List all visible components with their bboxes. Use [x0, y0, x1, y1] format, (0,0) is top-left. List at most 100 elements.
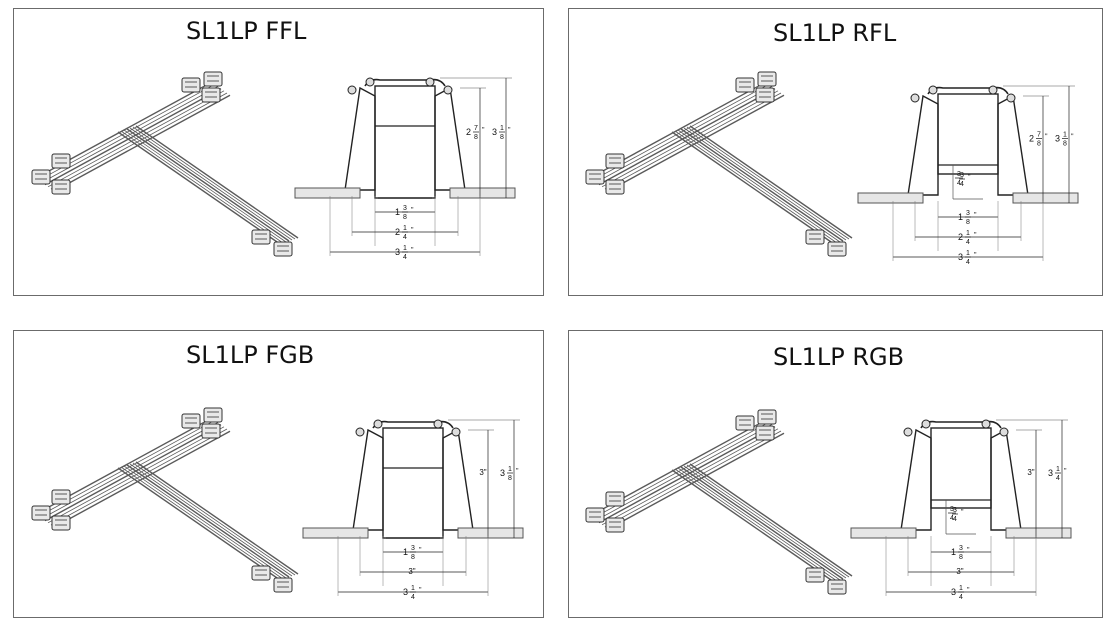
spring-clip: [981, 419, 991, 429]
svg-text:4: 4: [960, 181, 964, 188]
mounting-bracket: [273, 241, 293, 257]
svg-text:8: 8: [966, 219, 970, 226]
mounting-bracket: [827, 241, 847, 257]
svg-text:3": 3": [1027, 468, 1034, 477]
svg-text:1: 1: [1056, 466, 1060, 473]
svg-text:1: 1: [966, 230, 970, 237]
spring-clip: [355, 427, 365, 437]
svg-text:3: 3: [951, 587, 956, 597]
svg-text:": ": [1064, 468, 1067, 475]
svg-text:": ": [974, 212, 977, 219]
svg-text:8: 8: [959, 554, 963, 561]
svg-text:1: 1: [959, 585, 963, 592]
svg-text:7: 7: [474, 125, 478, 132]
svg-text:1: 1: [403, 245, 407, 252]
mounting-bracket: [605, 179, 625, 195]
svg-text:3: 3: [411, 545, 415, 552]
spring-clip: [425, 77, 435, 87]
svg-text:": ": [508, 127, 511, 134]
svg-text:2: 2: [958, 232, 963, 242]
svg-text:": ": [411, 247, 414, 254]
spring-clip: [999, 427, 1009, 437]
svg-text:3: 3: [1048, 468, 1053, 478]
mounting-bracket: [181, 413, 201, 429]
spring-clip: [433, 419, 443, 429]
mounting-bracket: [31, 505, 51, 521]
housing-right-wall: [434, 86, 466, 191]
svg-text:": ": [516, 468, 519, 475]
svg-text:1: 1: [395, 207, 400, 217]
inner-channel: [374, 85, 436, 199]
ceiling-left: [302, 527, 369, 539]
svg-text:": ": [419, 547, 422, 554]
svg-text:1: 1: [958, 212, 963, 222]
housing-right-wall: [442, 428, 474, 531]
spring-clip: [451, 427, 461, 437]
mounting-bracket: [755, 87, 775, 103]
spring-clip: [910, 93, 920, 103]
mounting-bracket: [201, 423, 221, 439]
svg-text:3: 3: [950, 506, 954, 513]
panel-title: SL1LP FGB: [186, 341, 315, 369]
svg-text:3: 3: [1055, 134, 1060, 144]
inner-channel: [937, 93, 999, 175]
mounting-bracket: [51, 153, 71, 169]
panel-title: SL1LP FFL: [186, 17, 307, 45]
mounting-bracket: [51, 489, 71, 505]
svg-text:": ": [968, 174, 971, 181]
svg-text:4: 4: [403, 254, 407, 261]
svg-text:3: 3: [960, 172, 964, 179]
svg-text:2: 2: [1029, 134, 1034, 144]
inner-channel: [930, 427, 992, 509]
svg-text:1: 1: [411, 585, 415, 592]
svg-text:3": 3": [408, 567, 415, 576]
mounting-bracket: [755, 425, 775, 441]
height-dimension-a: 3": [1027, 468, 1034, 477]
svg-text:": ": [419, 587, 422, 594]
svg-text:2: 2: [395, 227, 400, 237]
svg-text:": ": [974, 252, 977, 259]
mounting-bracket: [605, 517, 625, 533]
mounting-bracket: [735, 415, 755, 431]
svg-text:": ": [411, 207, 414, 214]
isometric-t-connector: [585, 71, 853, 257]
svg-text:8: 8: [508, 475, 512, 482]
housing-left-wall: [352, 428, 384, 531]
svg-text:3: 3: [958, 252, 963, 262]
svg-text:3: 3: [492, 127, 497, 137]
svg-text:": ": [1045, 134, 1048, 141]
spring-clip: [347, 85, 357, 95]
mounting-bracket: [827, 579, 847, 595]
svg-text:4: 4: [957, 180, 961, 187]
svg-text:1: 1: [1063, 132, 1067, 139]
mounting-bracket: [51, 179, 71, 195]
svg-text:4: 4: [411, 594, 415, 601]
svg-text:1: 1: [508, 466, 512, 473]
svg-text:3": 3": [956, 567, 963, 576]
spring-clip: [443, 85, 453, 95]
spring-clip: [903, 427, 913, 437]
svg-text:3": 3": [479, 468, 486, 477]
svg-text:3: 3: [959, 545, 963, 552]
svg-text:1: 1: [966, 250, 970, 257]
mounting-bracket: [605, 153, 625, 169]
svg-text:4: 4: [950, 515, 954, 522]
svg-text:2: 2: [466, 127, 471, 137]
panel-title: SL1LP RGB: [773, 343, 905, 371]
mounting-bracket: [51, 515, 71, 531]
